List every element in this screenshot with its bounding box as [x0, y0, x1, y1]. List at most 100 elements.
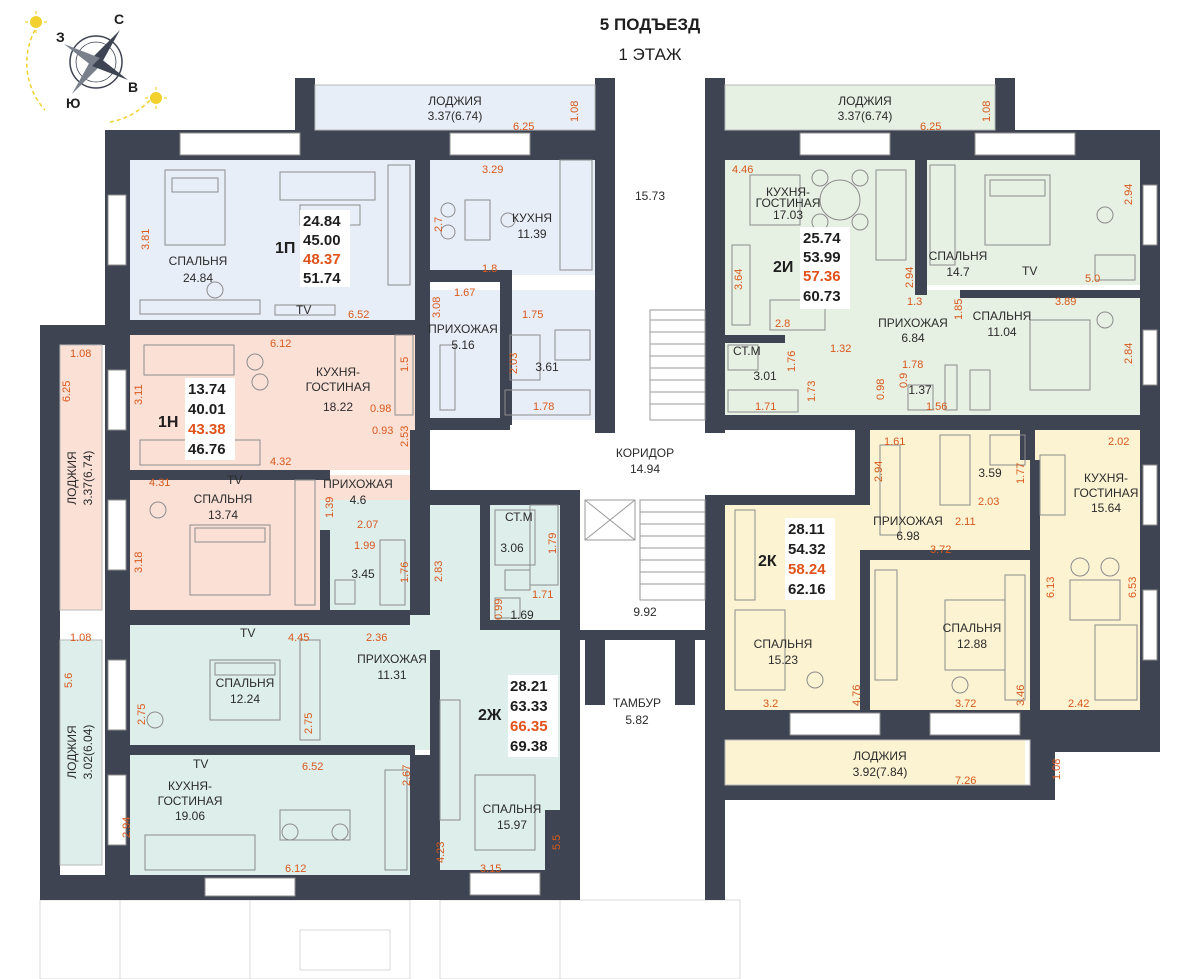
apartment-code: 2И — [773, 259, 793, 276]
lower-floor-outline — [39, 899, 741, 979]
room-area: 12.88 — [957, 637, 987, 651]
dimension-label: 2.83 — [433, 561, 445, 582]
compass-south: Ю — [66, 95, 80, 111]
compass-east: В — [128, 79, 138, 95]
dimension-label: 5.5 — [551, 835, 563, 850]
dimension-label: 6.52 — [348, 309, 369, 321]
room-name: ПРИХОЖАЯ — [878, 316, 948, 330]
dimension-label: 2.94 — [873, 461, 885, 482]
room-name: ЛОДЖИЯ — [428, 94, 481, 108]
dimension-label: 2.75 — [303, 713, 315, 734]
dimension-label: 1.08 — [70, 348, 91, 360]
area-loggia: 66.35 — [510, 718, 548, 735]
compass-north: С — [114, 11, 124, 27]
dimension-label: 4.23 — [435, 842, 447, 863]
dimension-label: 1.75 — [522, 309, 543, 321]
dimension-label: 6.52 — [302, 761, 323, 773]
dimension-label: 3.72 — [930, 544, 951, 556]
area-living: 24.84 — [303, 213, 341, 230]
room-area: 5.82 — [625, 713, 649, 727]
dimensions-vertical: 1.08 1.08 2.7 3.81 3.08 2.03 3.64 2.94 2… — [61, 101, 1139, 863]
room-area: 1.37 — [908, 383, 932, 397]
room-area: 11.31 — [377, 668, 406, 682]
dimension-label: 1.78 — [533, 401, 554, 413]
dimension-label: 3.46 — [1015, 685, 1027, 706]
room-name: ПРИХОЖАЯ — [428, 322, 498, 336]
room-area: 3.37(6.74) — [428, 109, 483, 123]
room-name: ГОСТИНАЯ — [306, 380, 371, 394]
dimension-label: 1.08 — [70, 632, 91, 644]
dimension-label: 2.07 — [357, 519, 378, 531]
apartment-code: 1Н — [158, 414, 178, 431]
area-living: 13.74 — [188, 381, 226, 398]
room-area: 3.01 — [753, 369, 777, 383]
area-loggia: 57.36 — [803, 268, 841, 285]
dimension-label: 0.98 — [370, 403, 391, 415]
dimension-label: 2.94 — [904, 267, 916, 288]
area-loggia: 43.38 — [188, 421, 226, 438]
dimension-label: 1.56 — [926, 401, 947, 413]
dimension-label: 1.78 — [902, 359, 923, 371]
room-area: 6.98 — [896, 529, 920, 543]
tv-tag: TV — [227, 473, 242, 487]
dimension-label: 2.94 — [121, 817, 133, 838]
dimension-label: 1.71 — [755, 401, 776, 413]
room-area: 11.04 — [987, 325, 1016, 339]
apartment-2k: 2К 28.11 54.32 58.24 62.16 — [758, 518, 835, 600]
room-area: 15.73 — [635, 189, 665, 203]
dimension-label: 3.15 — [480, 863, 501, 875]
room-area: 14.94 — [630, 462, 660, 476]
room-name: КУХНЯ- — [168, 779, 212, 793]
room-name: ТАМБУР — [613, 696, 661, 710]
dimension-label: 4.76 — [851, 685, 863, 706]
apartment-2zh: 2Ж 28.21 63.33 66.35 69.38 — [478, 675, 558, 757]
sun-icon — [30, 16, 42, 28]
dimension-label: 3.11 — [133, 384, 145, 405]
apartment-code: 1П — [275, 240, 295, 257]
dimension-label: 3.2 — [763, 698, 778, 710]
tv-tag: TV — [240, 626, 255, 640]
dimension-label: 2.03 — [508, 353, 520, 374]
dimension-label: 2.11 — [955, 516, 976, 528]
dimension-label: 1.08 — [981, 101, 993, 122]
room-name: СПАЛЬНЯ — [973, 309, 1032, 323]
dimension-label: 1.3 — [907, 296, 922, 308]
room-name: ГОСТИНАЯ — [756, 196, 821, 210]
room-area: 3.59 — [978, 466, 1002, 480]
room-name: СПАЛЬНЯ — [194, 492, 253, 506]
dimension-label: 2.67 — [401, 765, 413, 786]
area-full: 46.76 — [188, 441, 226, 458]
area-loggia: 48.37 — [303, 251, 341, 268]
dimension-label: 3.18 — [133, 552, 145, 573]
room-area: 24.84 — [183, 271, 213, 285]
dimension-label: 6.13 — [1045, 577, 1057, 598]
dimension-label: 2.02 — [1108, 436, 1129, 448]
room-area: 11.39 — [517, 227, 546, 241]
area-living: 28.11 — [788, 521, 825, 538]
dimension-label: 6.25 — [513, 121, 534, 133]
stm-tag: СТ.М — [505, 510, 533, 524]
dimension-label: 6.25 — [920, 121, 941, 133]
room-name: ГОСТИНАЯ — [158, 794, 223, 808]
room-name: СПАЛЬНЯ — [169, 254, 228, 268]
room-name: ПРИХОЖАЯ — [323, 477, 393, 491]
windows — [107, 132, 1158, 897]
area-living: 28.21 — [510, 678, 548, 695]
room-area: 14.7 — [946, 265, 970, 279]
room-area: 15.23 — [768, 653, 798, 667]
dimension-label: 5.0 — [1085, 273, 1100, 285]
room-name: ГОСТИНАЯ — [1074, 486, 1139, 500]
dimension-label: 2.8 — [775, 318, 790, 330]
dimension-label: 1.61 — [884, 436, 905, 448]
room-area: 3.37(6.74) — [838, 109, 893, 123]
dimension-label: 3.64 — [733, 269, 745, 290]
room-name: СПАЛЬНЯ — [929, 249, 988, 263]
area-full: 62.16 — [788, 581, 826, 598]
dimension-label: 2.53 — [399, 426, 411, 447]
tv-tag: TV — [296, 303, 311, 317]
room-area: 3.92(7.84) — [853, 765, 908, 779]
room-name: СПАЛЬНЯ — [754, 637, 813, 651]
room-name: ПРИХОЖАЯ — [873, 514, 943, 528]
apartment-2i: 2И 25.74 53.99 57.36 60.73 — [773, 227, 850, 309]
